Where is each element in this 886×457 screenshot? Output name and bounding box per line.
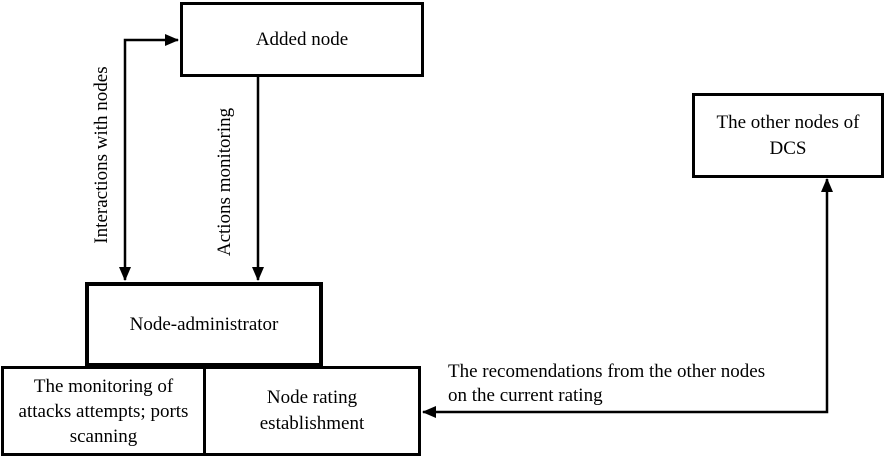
node-monitoring-attacks-line3: scanning — [69, 425, 138, 447]
node-other-nodes-dcs: The other nodes of DCS — [692, 93, 884, 178]
node-rating-establishment-line1: Node rating — [266, 387, 358, 408]
arrow-interactions-with-nodes — [119, 34, 179, 281]
node-monitoring-attacks-line1: The monitoring of — [33, 375, 174, 397]
node-other-nodes-dcs-line2: DCS — [769, 137, 807, 159]
node-rating-establishment-line2: establishment — [259, 413, 365, 434]
edge-label-recommendations-line2: on the current rating — [448, 385, 603, 406]
edge-label-interactions-with-nodes: Interactions with nodes — [91, 66, 112, 244]
edge-label-actions-monitoring: Actions monitoring — [214, 107, 235, 257]
node-added-node: Added node — [180, 2, 424, 77]
node-administrator: Node-administrator — [85, 282, 323, 367]
edge-label-recommendations: The recomendations from the other nodes … — [448, 360, 765, 408]
node-administrator-label: Node-administrator — [129, 313, 279, 335]
node-rating-establishment: Node rating establishment — [203, 366, 421, 456]
node-added-node-label: Added node — [255, 28, 349, 50]
edge-label-recommendations-line1: The recomendations from the other nodes — [448, 361, 766, 382]
node-other-nodes-dcs-line1: The other nodes of — [716, 111, 860, 133]
node-monitoring-attacks: The monitoring of attacks attempts; port… — [1, 366, 206, 456]
node-monitoring-attacks-line2: attacks attempts; ports — [18, 400, 189, 422]
